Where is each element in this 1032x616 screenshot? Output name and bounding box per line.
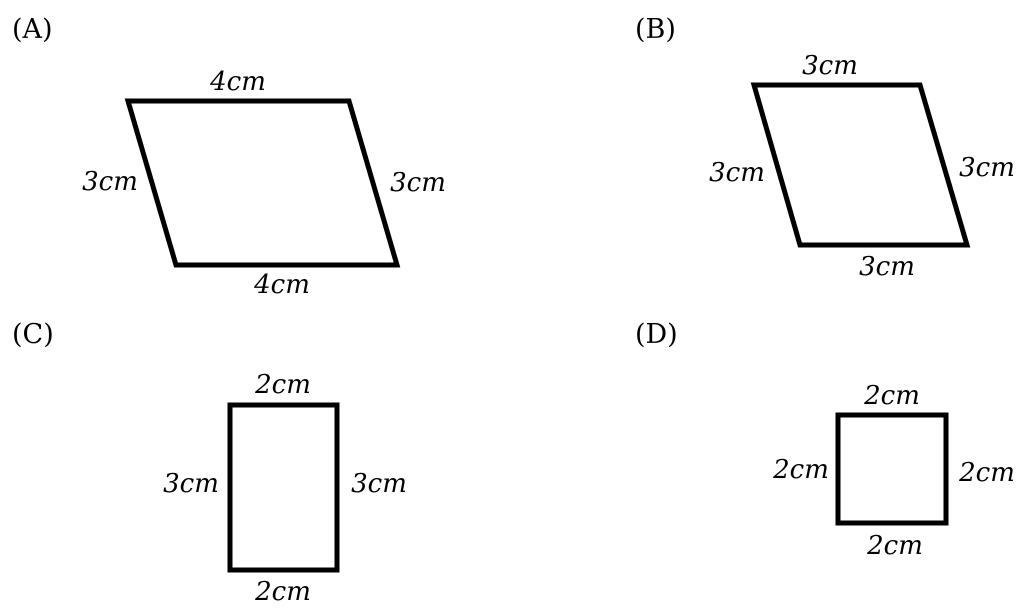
side-d-left: 2cm (772, 455, 829, 485)
side-a-bottom: 4cm (253, 270, 310, 300)
side-b-bottom: 3cm (859, 252, 915, 282)
side-d-top: 2cm (863, 381, 920, 411)
figure-b: (B) 3cm 3cm 3cm 3cm (635, 14, 1015, 282)
side-c-right: 3cm (351, 469, 407, 499)
side-a-top: 4cm (209, 67, 266, 97)
side-d-bottom: 2cm (866, 531, 923, 561)
rectangle-c (227, 402, 340, 573)
option-d-label: (D) (635, 319, 678, 350)
option-a-label: (A) (12, 14, 53, 45)
side-b-top: 3cm (802, 51, 858, 81)
parallelogram-a (124, 98, 401, 268)
option-b-label: (B) (635, 14, 676, 45)
side-c-left: 3cm (163, 469, 219, 499)
side-b-left: 3cm (709, 158, 765, 188)
option-c-label: (C) (12, 319, 54, 350)
side-a-right: 3cm (390, 168, 446, 198)
figure-c: (C) 2cm 2cm 3cm 3cm (12, 319, 407, 607)
square-d (835, 412, 949, 526)
figure-a: (A) 4cm 4cm 3cm 3cm (12, 14, 446, 300)
side-c-bottom: 2cm (254, 577, 311, 607)
side-c-top: 2cm (254, 370, 311, 400)
figure-d: (D) 2cm 2cm 2cm 2cm (635, 319, 1015, 561)
side-a-left: 3cm (82, 167, 138, 197)
rhombus-b (750, 82, 971, 248)
side-d-right: 2cm (958, 458, 1015, 488)
side-b-right: 3cm (959, 153, 1015, 183)
